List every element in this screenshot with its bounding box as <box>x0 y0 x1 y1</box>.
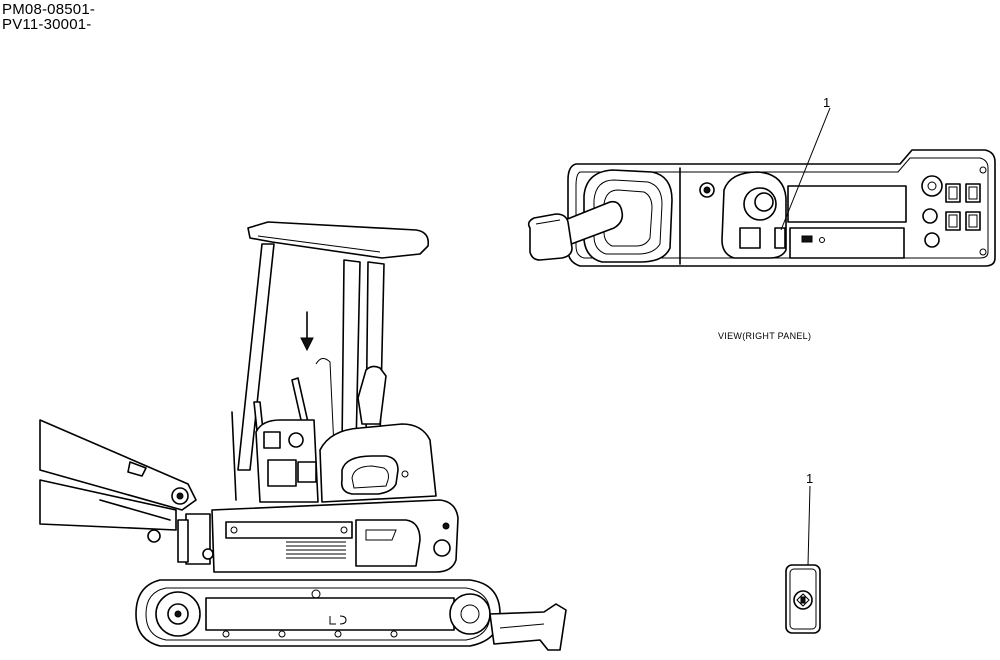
panel-leader-line <box>780 107 831 231</box>
decal-callout-number: 1 <box>806 471 814 486</box>
decal-part-drawing <box>785 485 821 634</box>
decal-leader-line <box>807 485 811 566</box>
serial-range-2: PV11-30001- <box>2 16 92 33</box>
panel-callout-number: 1 <box>823 95 831 110</box>
view-caption: VIEW(RIGHT PANEL) <box>718 331 812 341</box>
right-panel-drawing <box>527 107 996 267</box>
serial-range-1: PM08-08501- <box>2 1 96 18</box>
excavator-drawing <box>39 221 567 651</box>
engine-grille <box>286 541 346 559</box>
